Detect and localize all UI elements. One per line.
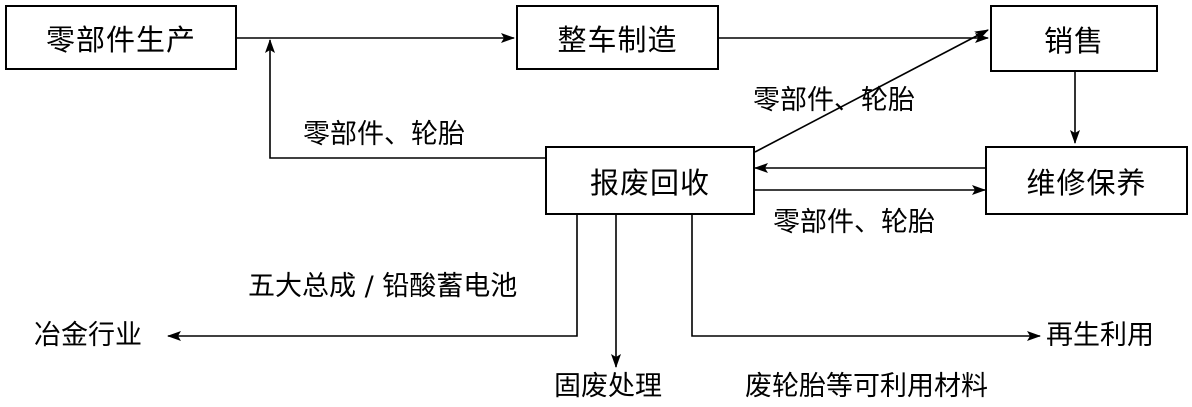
output-reuse-materials: 废轮胎等可利用材料 <box>745 371 988 402</box>
output-reuse: 再生利用 <box>1046 320 1154 351</box>
node-maintenance: 维修保养 <box>985 146 1188 215</box>
arrow-scrap-to-parts <box>265 39 545 159</box>
node-scrap-recycling: 报废回收 <box>545 146 755 215</box>
label-metallurgy-source: 五大总成 / 铅酸蓄电池 <box>248 271 518 302</box>
arrow-scrap-to-reuse <box>691 215 1041 341</box>
node-parts-production: 零部件生产 <box>5 5 237 70</box>
output-metallurgy: 冶金行业 <box>34 320 142 351</box>
node-vehicle-manufacturing: 整车制造 <box>516 5 719 70</box>
label-scrap-to-maintenance: 零部件、轮胎 <box>773 207 935 238</box>
arrow-scrap-to-metallurgy <box>167 215 578 341</box>
label-scrap-to-sales: 零部件、轮胎 <box>753 85 915 116</box>
output-solid-waste: 固废处理 <box>554 371 662 402</box>
arrow-scrap-to-sales <box>754 29 989 153</box>
node-sales: 销售 <box>990 5 1158 72</box>
label-scrap-to-parts: 零部件、轮胎 <box>303 119 465 150</box>
